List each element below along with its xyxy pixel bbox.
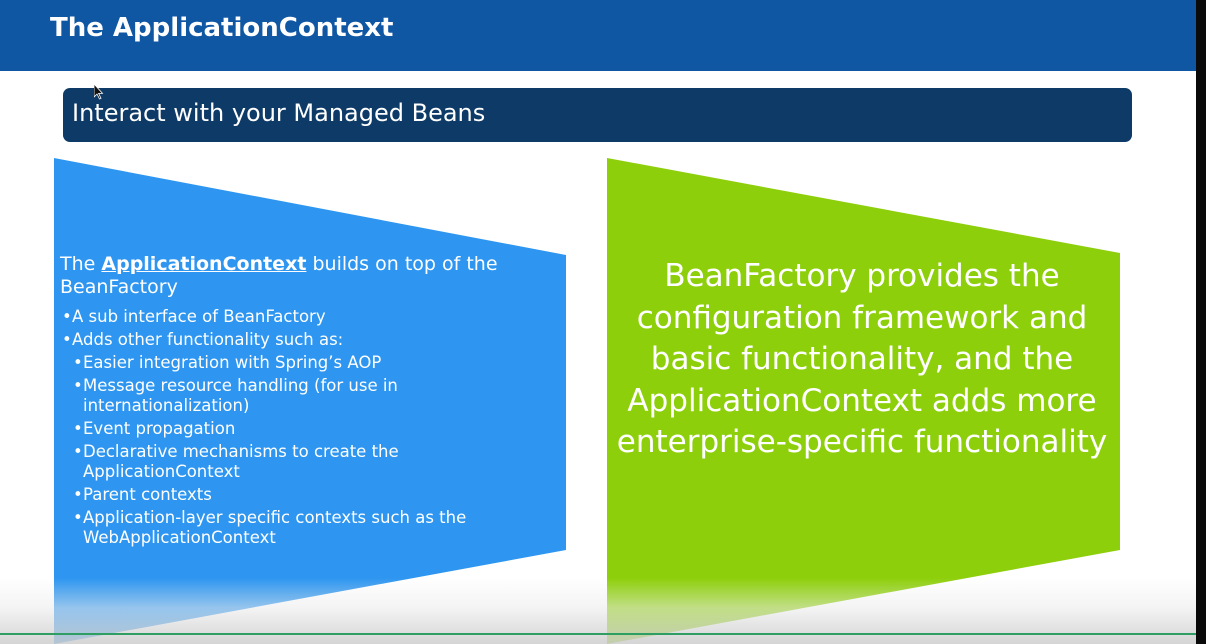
bullet-item: Event propagation [60, 419, 556, 439]
window-edge [1196, 0, 1206, 644]
bullet-item: Message resource handling (for use in in… [60, 376, 556, 416]
right-panel-shape [607, 158, 1120, 644]
bullet-item: A sub interface of BeanFactory [60, 307, 556, 327]
bullet-item: Adds other functionality such as: [60, 330, 556, 350]
lead-suffix: builds on top of the BeanFactory [60, 253, 498, 298]
left-panel-lead: The ApplicationContext builds on top of … [60, 253, 556, 299]
right-panel-text: BeanFactory provides the configuration f… [616, 258, 1108, 460]
bullet-item: Application-layer specific contexts such… [60, 508, 556, 548]
subtitle-banner: Interact with your Managed Beans [63, 88, 1132, 142]
slide-header: The ApplicationContext [0, 0, 1196, 71]
feature-bullet-list: A sub interface of BeanFactoryAdds other… [60, 307, 556, 548]
slide-title: The ApplicationContext [50, 13, 394, 43]
subtitle-text: Interact with your Managed Beans [72, 99, 486, 127]
bullet-item: Declarative mechanisms to create the App… [60, 442, 556, 482]
bullet-item: Easier integration with Spring’s AOP [60, 353, 556, 373]
mouse-pointer-icon [94, 84, 104, 100]
bottom-progress-line [0, 633, 1196, 635]
lead-strong-term: ApplicationContext [101, 253, 307, 275]
bullet-item: Parent contexts [60, 485, 556, 505]
left-panel-content: The ApplicationContext builds on top of … [60, 253, 556, 551]
lead-prefix: The [60, 253, 102, 275]
